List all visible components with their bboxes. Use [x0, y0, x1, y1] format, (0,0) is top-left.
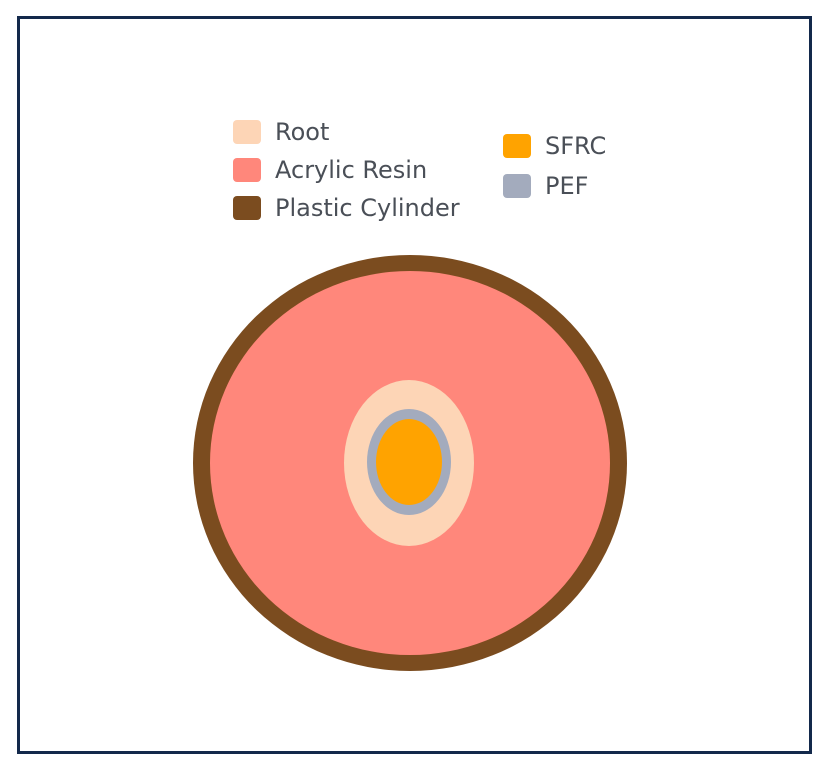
legend-swatch-pef — [503, 174, 531, 198]
legend-item-plastic-cylinder: Plastic Cylinder — [233, 194, 460, 222]
legend-item-pef: PEF — [503, 172, 588, 200]
legend-swatch-plastic-cylinder — [233, 196, 261, 220]
legend-item-root: Root — [233, 118, 329, 146]
sfrc-core — [376, 419, 442, 505]
legend-label-sfrc: SFRC — [545, 132, 607, 160]
legend-label-pef: PEF — [545, 172, 589, 200]
legend-swatch-root — [233, 120, 261, 144]
legend-swatch-acrylic-resin — [233, 158, 261, 182]
legend-label-root: Root — [275, 118, 330, 146]
legend-label-acrylic-resin: Acrylic Resin — [275, 156, 428, 184]
legend-item-acrylic-resin: Acrylic Resin — [233, 156, 427, 184]
legend-swatch-sfrc — [503, 134, 531, 158]
legend-label-plastic-cylinder: Plastic Cylinder — [275, 194, 460, 222]
legend-item-sfrc: SFRC — [503, 132, 606, 160]
